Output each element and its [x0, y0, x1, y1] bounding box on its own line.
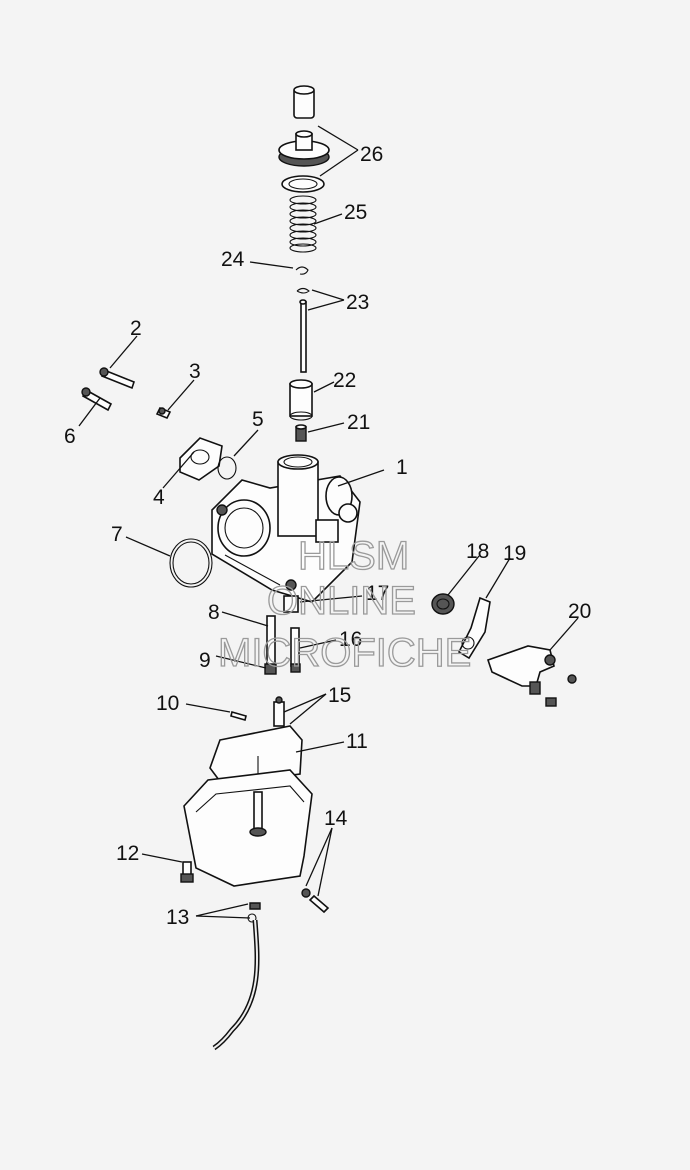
- callout-15: 15: [328, 684, 351, 707]
- part-20-bracket: [486, 645, 577, 707]
- part-4-insulator: [179, 437, 223, 481]
- callout-26: 26: [360, 143, 383, 166]
- callout-7: 7: [111, 523, 123, 546]
- part-6-screw: [81, 387, 113, 412]
- part-17-screw: [283, 595, 299, 613]
- callout-24: 24: [221, 248, 245, 271]
- callout-19: 19: [503, 542, 526, 565]
- leader-lines: [78, 125, 579, 919]
- part-10-pin: [230, 711, 247, 721]
- part-19-lever: [457, 596, 491, 660]
- callout-3: 3: [189, 360, 201, 383]
- callout-9: 9: [199, 649, 211, 672]
- callout-22: 22: [333, 369, 356, 392]
- part-13-drain-hose: [212, 902, 261, 1051]
- callout-10: 10: [156, 692, 179, 715]
- part-16-pilot-jet: [290, 627, 301, 673]
- callout-labels: 1 2 3 4 5 6 7 8 9 10 11 12 13 14 15 16 1…: [64, 143, 591, 929]
- callout-25: 25: [344, 201, 367, 224]
- callout-23: 23: [346, 291, 369, 314]
- callout-2: 2: [130, 317, 142, 340]
- callout-17: 17: [366, 582, 389, 605]
- part-15-float-valve: [273, 696, 285, 727]
- watermark-line-2: ONLINE: [267, 579, 416, 623]
- part-22-throttle-slide: [289, 379, 313, 421]
- part-1-carburetor-body: [211, 454, 361, 603]
- part-9-main-jet: [264, 663, 277, 675]
- callout-14: 14: [324, 807, 348, 830]
- part-18-spring: [431, 593, 455, 615]
- callout-18: 18: [466, 540, 489, 563]
- callout-13: 13: [166, 906, 189, 929]
- part-21-jet: [295, 424, 307, 442]
- callout-21: 21: [347, 411, 370, 434]
- callout-12: 12: [116, 842, 139, 865]
- callout-1: 1: [396, 456, 408, 479]
- callout-4: 4: [153, 486, 165, 509]
- part-3-screw: [155, 406, 172, 420]
- float-bowl: [183, 769, 313, 887]
- part-25-spring: [289, 195, 317, 253]
- part-12-screw: [180, 861, 194, 883]
- watermark-line-1: HLSM: [298, 534, 409, 578]
- part-26-cap-assembly: [278, 85, 330, 193]
- watermark: HLSM ONLINE MICROFICHE: [217, 533, 472, 675]
- part-11-float: [209, 725, 303, 786]
- part-23-needle: [296, 287, 310, 373]
- part-7-o-ring: [169, 538, 213, 588]
- callout-11: 11: [346, 730, 368, 753]
- callout-16: 16: [339, 628, 362, 651]
- watermark-line-3: MICROFICHE: [218, 631, 471, 675]
- part-2-screw: [99, 367, 135, 390]
- part-24-clip: [295, 266, 309, 275]
- callout-6: 6: [64, 425, 76, 448]
- callout-5: 5: [252, 408, 264, 431]
- callout-20: 20: [568, 600, 591, 623]
- part-5-o-ring: [217, 456, 237, 480]
- callout-8: 8: [208, 601, 220, 624]
- part-14-drain-screw: [301, 888, 330, 914]
